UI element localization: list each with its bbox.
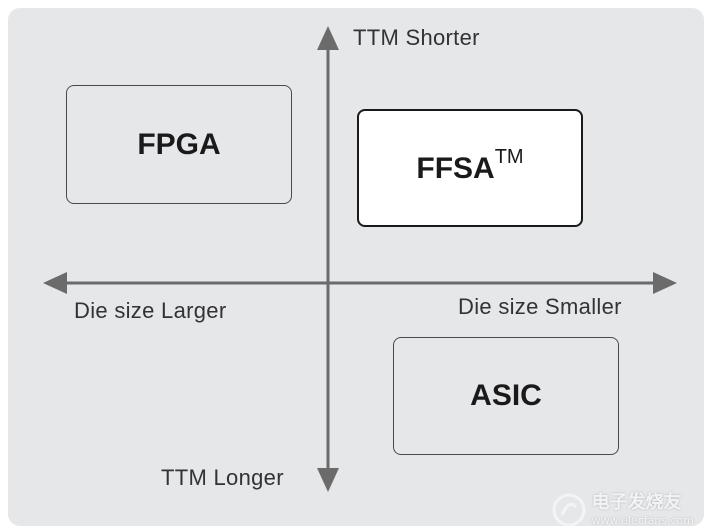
- watermark-url: www.elecfans.com: [591, 514, 694, 527]
- vertical-axis-arrow-up: [317, 26, 339, 50]
- watermark: 电子发烧友 www.elecfans.com: [552, 488, 694, 527]
- ffsa-box: FFSATM: [357, 109, 583, 227]
- horizontal-axis-arrow-left: [43, 272, 67, 294]
- watermark-name: 电子发烧友: [591, 492, 682, 513]
- trademark-superscript: TM: [494, 146, 524, 168]
- asic-box: ASIC: [393, 337, 619, 455]
- axis-label-die-size-larger: Die size Larger: [74, 298, 227, 323]
- fpga-label: FPGA: [137, 127, 221, 161]
- axis-label-ttm-longer: TTM Longer: [161, 465, 284, 490]
- axis-label-die-size-smaller: Die size Smaller: [458, 294, 622, 319]
- watermark-logo-icon: [552, 493, 586, 527]
- fpga-box: FPGA: [66, 85, 292, 204]
- horizontal-axis-arrow-right: [653, 272, 677, 294]
- axis-label-ttm-shorter: TTM Shorter: [353, 25, 480, 50]
- vertical-axis-arrow-down: [317, 468, 339, 492]
- asic-label: ASIC: [470, 379, 542, 412]
- ffsa-label: FFSATM: [416, 146, 524, 185]
